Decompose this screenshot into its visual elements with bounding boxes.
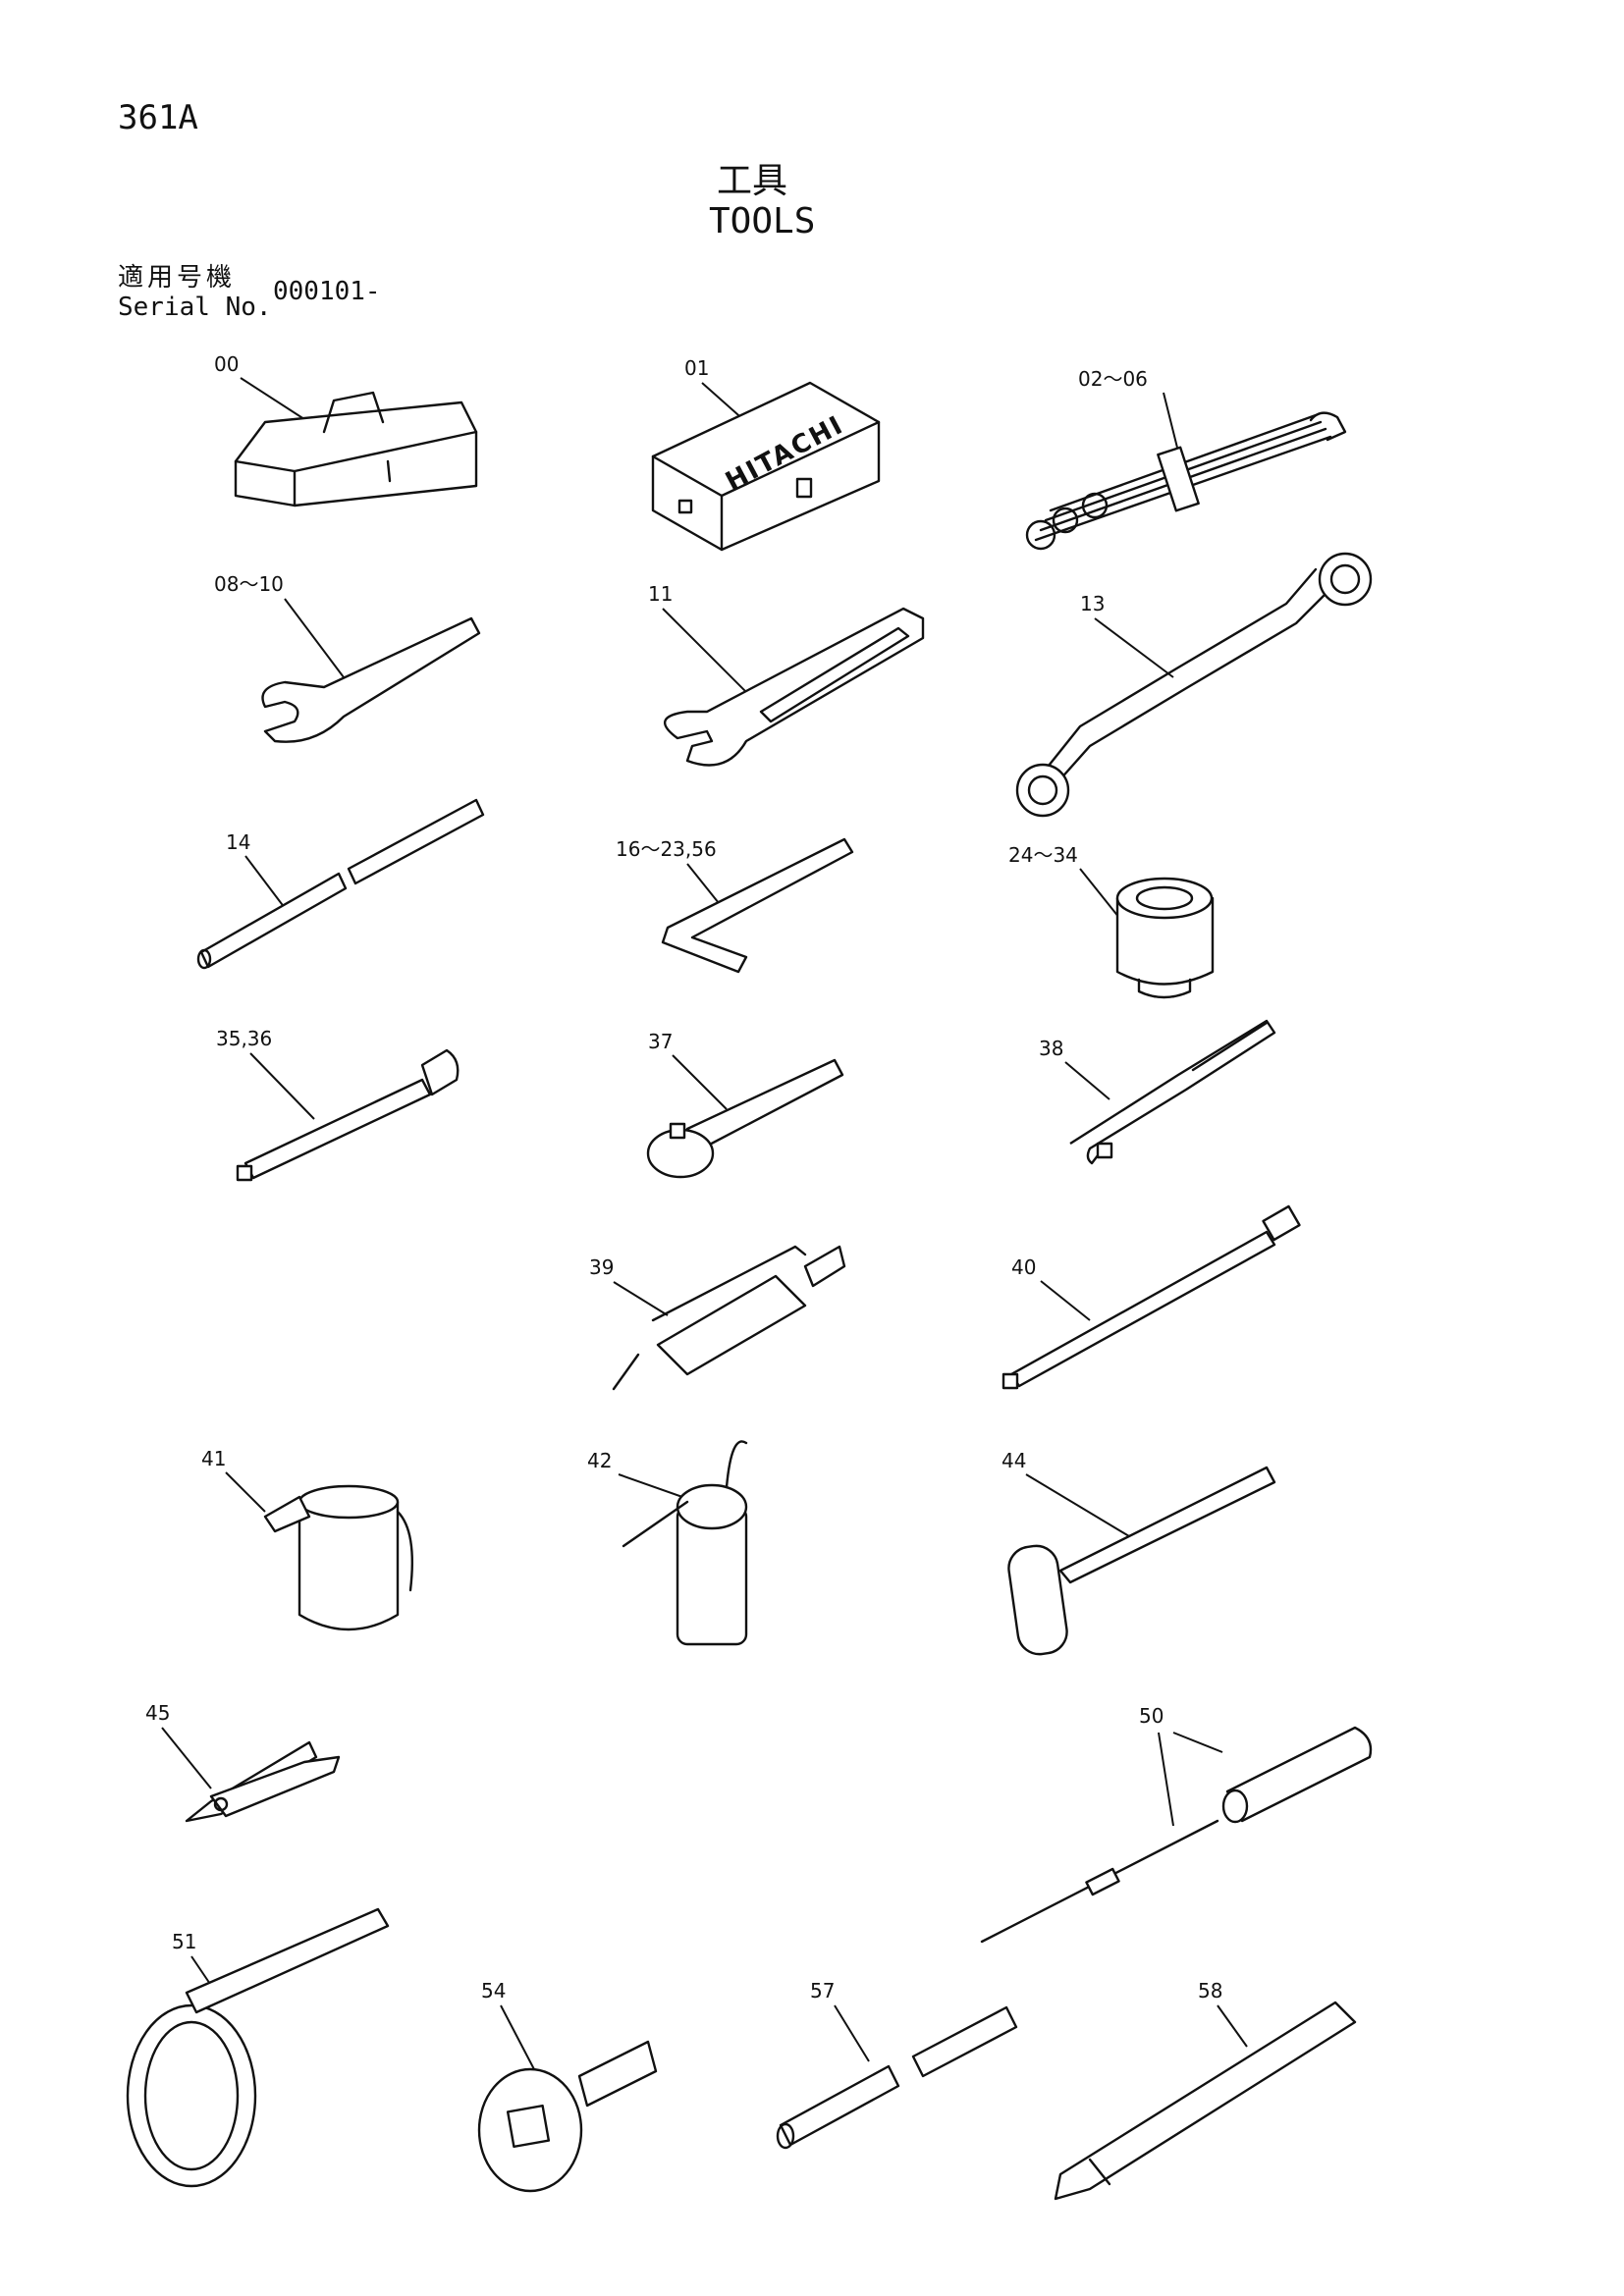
callout-51: 51 — [172, 1930, 196, 1953]
callout-58: 58 — [1198, 1979, 1222, 2002]
callout-39: 39 — [589, 1255, 614, 1279]
tool-13-offset-ring-wrench: 13 — [1015, 552, 1373, 818]
title-japanese: 工具 — [717, 161, 788, 201]
callout-13: 13 — [1080, 592, 1105, 615]
callout-54: 54 — [481, 1979, 506, 2002]
tool-01-hitachi-toolbox: 01 HITACHI — [651, 356, 881, 552]
tool-00-toolbox: 00 — [214, 352, 478, 507]
tool-58-chisel: 58 — [1054, 1979, 1357, 2201]
tool-45-pliers: 45 — [145, 1701, 341, 1823]
callout-37: 37 — [648, 1030, 673, 1053]
tool-39-grease-gun: 39 — [589, 1245, 846, 1391]
page-number: 361A — [118, 98, 198, 137]
callout-41: 41 — [201, 1447, 226, 1470]
callout-11: 11 — [648, 582, 673, 606]
tool-35-36-socket-extension: 35,36 — [216, 1027, 460, 1182]
tool-51-filter-wrench: 51 — [126, 1907, 390, 2188]
serial-label: Serial No. — [118, 293, 272, 322]
callout-24-34: 24～34 — [1008, 843, 1078, 867]
callout-16-23-56: 16～23,56 — [616, 837, 717, 861]
tool-11-adjustable-wrench: 11 — [648, 582, 925, 767]
callout-40: 40 — [1011, 1255, 1036, 1279]
callout-02-06: 02～06 — [1078, 367, 1148, 391]
callout-01: 01 — [684, 356, 709, 380]
callout-35-36: 35,36 — [216, 1027, 272, 1050]
callout-57: 57 — [810, 1979, 835, 2002]
page-title: TOOLS — [709, 201, 816, 241]
tool-08-10-spanner: 08～10 — [214, 572, 481, 743]
callout-08-10: 08～10 — [214, 572, 284, 596]
tool-57-pipe: 57 — [776, 1979, 1018, 2150]
callout-44: 44 — [1001, 1449, 1026, 1472]
tool-54-socket-adapter: 54 — [477, 1979, 658, 2193]
tool-24-34-socket: 24～34 — [1008, 843, 1215, 999]
serial-label-japanese: 適用号機 — [118, 263, 237, 293]
callout-38: 38 — [1039, 1037, 1063, 1060]
tool-14-extension-bar: 14 — [196, 798, 485, 970]
callout-50: 50 — [1139, 1704, 1164, 1728]
tool-16-23-56-hex-key: 16～23,56 — [616, 837, 854, 974]
tool-37-ratchet-handle: 37 — [646, 1030, 844, 1179]
callout-45: 45 — [145, 1701, 170, 1725]
tool-42-oiler: 42 — [587, 1440, 748, 1646]
callout-00: 00 — [214, 352, 239, 376]
callout-14: 14 — [226, 830, 250, 854]
tool-02-06-combination-wrench-set: 02～06 — [1025, 367, 1347, 551]
callout-42: 42 — [587, 1449, 612, 1472]
tool-41-oil-jug: 41 — [201, 1447, 413, 1631]
tool-40-torque-wrench: 40 — [1001, 1204, 1301, 1390]
tool-38-l-handle-wrench: 38 — [1039, 1019, 1276, 1165]
tool-44-hammer: 44 — [1001, 1449, 1276, 1656]
tool-50-driver-set: 50 — [980, 1704, 1373, 1944]
serial-number-value: 000101- — [273, 277, 381, 306]
